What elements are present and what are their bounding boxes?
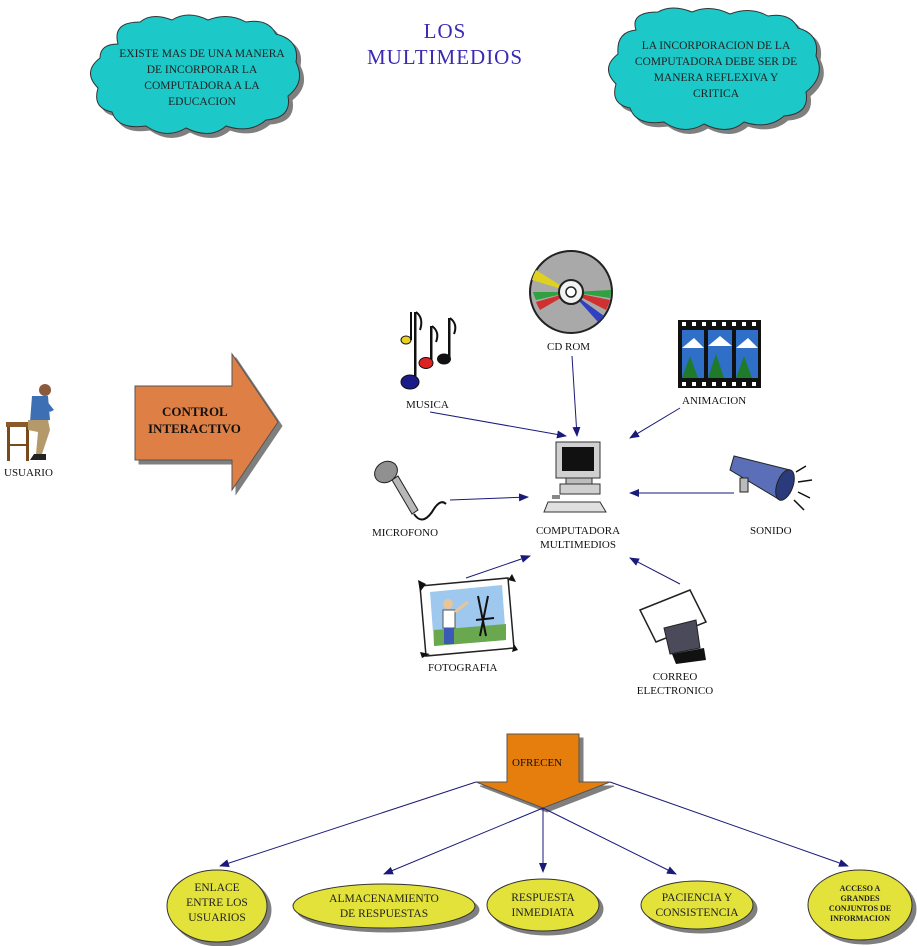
oval-acceso <box>807 869 913 941</box>
cdrom-label: CD ROM <box>547 341 591 353</box>
oval-respuesta <box>486 878 600 932</box>
photograph-icon <box>418 574 518 658</box>
animacion-label: ANIMACION <box>682 395 747 407</box>
seated-user-icon <box>6 384 54 461</box>
oval-enlace <box>166 869 268 943</box>
control-line-2: INTERACTIVO <box>148 421 241 436</box>
film-strip-icon <box>678 320 761 388</box>
oval-paciencia <box>640 880 754 930</box>
outcome-enlace: ENLACE ENTRE LOS USUARIOS <box>177 881 257 926</box>
title-line-2: MULTIMEDIOS <box>366 45 524 69</box>
outcome-acceso-line-2: GRANDES <box>840 894 880 903</box>
usuario-label: USUARIO <box>4 467 53 479</box>
outcome-almacenamiento-line-1: ALMACENAMIENTO <box>329 893 439 905</box>
outcome-paciencia: PACIENCIA Y CONSISTENCIA <box>647 891 747 921</box>
correo-line-1: CORREO <box>652 671 698 683</box>
cloud-right-text: LA INCORPORACION DE LA COMPUTADORA DEBE … <box>634 40 798 100</box>
microphone-icon <box>374 460 447 521</box>
musica-label: MUSICA <box>406 399 449 411</box>
music-notes-icon <box>400 311 457 390</box>
outcome-paciencia-line-2: CONSISTENCIA <box>655 907 739 919</box>
fotografia-label: FOTOGRAFIA <box>428 662 498 674</box>
outcome-enlace-line-3: USUARIOS <box>188 912 246 924</box>
computer-icon <box>543 441 607 513</box>
outcome-respuesta-line-1: RESPUESTA <box>511 892 575 904</box>
sonido-label: SONIDO <box>750 525 792 537</box>
outcome-acceso-line-3: CONJUNTOS DE <box>828 904 892 913</box>
hub-line-1: COMPUTADORA <box>535 525 621 537</box>
correo-label: CORREO ELECTRONICO <box>630 670 720 698</box>
title-line-1: LOS <box>423 19 467 43</box>
email-device-icon <box>638 589 708 664</box>
megaphone-icon <box>729 455 813 511</box>
hub-line-2: MULTIMEDIOS <box>540 539 616 551</box>
ofrecen-label: OFRECEN <box>512 757 563 769</box>
outcome-respuesta-line-2: INMEDIATA <box>511 907 575 919</box>
control-line-1: CONTROL <box>162 404 228 419</box>
microfono-label: MICROFONO <box>372 527 439 539</box>
control-arrow <box>134 352 279 492</box>
page-title: LOS MULTIMEDIOS <box>330 18 560 70</box>
control-interactivo-label: CONTROL INTERACTIVO <box>138 403 258 437</box>
connector-lines <box>429 355 734 585</box>
outcome-acceso-line-1: ACCESO A <box>839 884 881 893</box>
outcome-almacenamiento: ALMACENAMIENTO DE RESPUESTAS <box>304 892 464 922</box>
cloud-right <box>608 7 820 130</box>
ofrecen-arrow <box>475 733 611 809</box>
outcome-enlace-line-2: ENTRE LOS <box>186 897 248 909</box>
outcome-respuesta: RESPUESTA INMEDIATA <box>493 891 593 921</box>
outcome-acceso: ACCESO A GRANDES CONJUNTOS DE INFORMACIO… <box>818 884 902 924</box>
hub-label: COMPUTADORA MULTIMEDIOS <box>526 524 630 552</box>
outcome-connectors <box>219 781 849 875</box>
outcome-almacenamiento-line-2: DE RESPUESTAS <box>339 908 429 920</box>
outcome-paciencia-line-1: PACIENCIA Y <box>661 892 733 904</box>
outcome-enlace-line-1: ENLACE <box>194 882 240 894</box>
oval-almacenamiento <box>292 883 476 929</box>
cloud-left <box>90 14 301 134</box>
cloud-left-text: EXISTE MAS DE UNA MANERA DE INCORPORAR L… <box>119 48 285 108</box>
cd-rom-icon <box>529 250 613 334</box>
outcome-acceso-line-4: INFORMACION <box>830 914 890 923</box>
correo-line-2: ELECTRONICO <box>636 685 714 697</box>
